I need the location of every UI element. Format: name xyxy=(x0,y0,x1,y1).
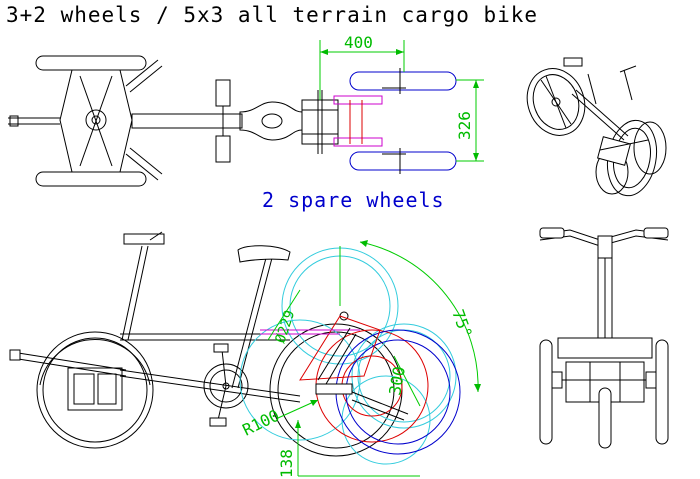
side-rear-wheel xyxy=(36,331,154,449)
dim-75-label: 75° xyxy=(448,307,476,341)
top-front-wheel-lower xyxy=(349,151,457,171)
side-view: 75° Ø229 R100 300 138 xyxy=(9,231,481,478)
dim-400-label: 400 xyxy=(344,33,373,52)
top-front-wheel-upper xyxy=(349,71,457,91)
front-view xyxy=(539,227,669,449)
perspective-rear-wheel xyxy=(526,68,586,136)
front-view-wheel-center xyxy=(598,387,612,449)
top-main-tube xyxy=(131,113,243,129)
side-chainring xyxy=(203,363,249,409)
dim-300-label: 300 xyxy=(385,365,409,397)
dim-326-label: 326 xyxy=(455,111,474,140)
top-saddle xyxy=(239,101,303,141)
top-rear-wheel-lower xyxy=(35,171,147,187)
drawing-title: 3+2 wheels / 5x3 all terrain cargo bike xyxy=(6,3,538,27)
dim-75-arc xyxy=(359,241,479,393)
side-rear-motor xyxy=(67,367,123,411)
top-view: 400 326 xyxy=(8,33,484,187)
top-rear-wheel-upper xyxy=(35,55,147,71)
side-spare-wheel-right xyxy=(351,323,457,429)
front-carrier xyxy=(565,361,645,403)
front-view-wheel-left xyxy=(539,339,553,445)
top-rear-frame xyxy=(59,69,133,173)
spare-wheels-caption: 2 spare wheels xyxy=(262,188,445,212)
front-view-wheel-right xyxy=(655,339,669,445)
dim-138-label: 138 xyxy=(277,449,296,478)
side-carrier-linkage xyxy=(299,315,381,381)
perspective-view xyxy=(526,57,667,197)
side-saddle xyxy=(237,245,291,263)
